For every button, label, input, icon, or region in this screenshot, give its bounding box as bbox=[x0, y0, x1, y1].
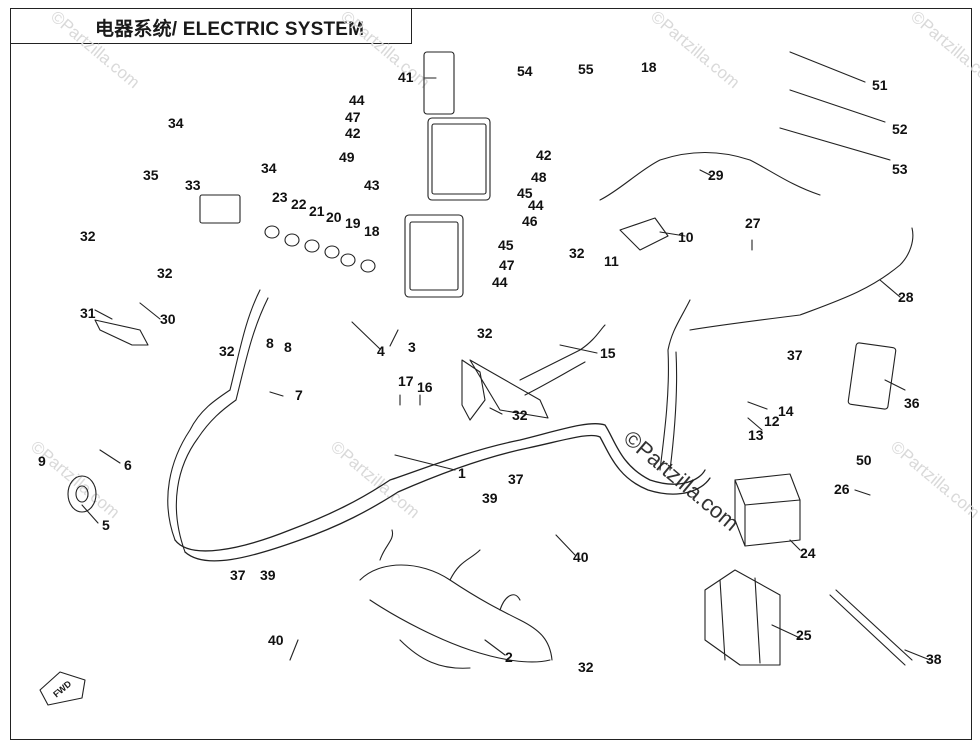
callout-c12: 12 bbox=[764, 413, 780, 429]
callout-c35: 35 bbox=[143, 167, 159, 183]
callout-c33: 33 bbox=[185, 177, 201, 193]
callout-c34b: 34 bbox=[261, 160, 277, 176]
callout-c11: 11 bbox=[604, 253, 619, 269]
callout-c39a: 39 bbox=[482, 490, 498, 506]
callout-c26: 26 bbox=[834, 481, 850, 497]
callout-c52: 52 bbox=[892, 121, 908, 137]
cable-53 bbox=[779, 127, 891, 161]
callout-c32e: 32 bbox=[477, 325, 493, 341]
callout-c4: 4 bbox=[377, 343, 385, 359]
callout-c53: 53 bbox=[892, 161, 908, 177]
harness-15 bbox=[519, 324, 606, 396]
callout-c23: 23 bbox=[272, 189, 288, 205]
callout-c32g: 32 bbox=[578, 659, 594, 675]
callout-c40a: 40 bbox=[573, 549, 589, 565]
callout-c43: 43 bbox=[364, 177, 380, 193]
callout-c39b: 39 bbox=[260, 567, 276, 583]
horn-5 bbox=[67, 475, 97, 513]
callout-c8a: 8 bbox=[266, 335, 274, 351]
callout-c44b: 44 bbox=[528, 197, 544, 213]
callout-c32d: 32 bbox=[569, 245, 585, 261]
callout-c50: 50 bbox=[856, 452, 872, 468]
callout-c1: 1 bbox=[458, 465, 466, 481]
callout-c27: 27 bbox=[745, 215, 761, 231]
callout-c37a: 37 bbox=[787, 347, 803, 363]
callout-c28: 28 bbox=[898, 289, 914, 305]
battery-bracket-25 bbox=[704, 569, 781, 666]
harness-29 bbox=[599, 151, 821, 201]
callout-c24: 24 bbox=[800, 545, 816, 561]
callout-c25: 25 bbox=[796, 627, 812, 643]
callout-c44a: 44 bbox=[349, 92, 365, 108]
callout-c32f: 32 bbox=[512, 407, 528, 423]
page-title: 电器系统/ ELECTRIC SYSTEM bbox=[95, 19, 365, 40]
leader-lines bbox=[81, 77, 931, 661]
callout-c10: 10 bbox=[678, 229, 694, 245]
callout-c7: 7 bbox=[295, 387, 303, 403]
callout-c40b: 40 bbox=[268, 632, 284, 648]
callout-c42a: 42 bbox=[345, 125, 361, 141]
callout-c37b: 37 bbox=[508, 471, 524, 487]
relay-41 bbox=[423, 51, 455, 115]
callout-c16: 16 bbox=[417, 379, 433, 395]
callout-c8b: 8 bbox=[284, 339, 292, 355]
callout-c32a: 32 bbox=[80, 228, 96, 244]
ecu-36 bbox=[847, 342, 897, 410]
bracket-31 bbox=[94, 319, 149, 346]
fuse-box-41 bbox=[427, 117, 491, 201]
title-box bbox=[10, 8, 412, 44]
callout-c47a: 47 bbox=[345, 109, 361, 125]
callout-c19: 19 bbox=[345, 215, 361, 231]
callout-c34a: 34 bbox=[168, 115, 184, 131]
callout-c42b: 42 bbox=[536, 147, 552, 163]
callout-c14: 14 bbox=[778, 403, 794, 419]
callout-c32b: 32 bbox=[157, 265, 173, 281]
callout-c48: 48 bbox=[531, 169, 547, 185]
battery-24 bbox=[734, 473, 801, 547]
callout-c13: 13 bbox=[748, 427, 764, 443]
diagram-frame bbox=[10, 8, 972, 740]
callout-c20: 20 bbox=[326, 209, 342, 225]
front-harness bbox=[359, 564, 553, 669]
callout-c32c: 32 bbox=[219, 343, 235, 359]
fuse-box-cover bbox=[404, 214, 464, 298]
cable-52 bbox=[789, 89, 886, 123]
callout-c31: 31 bbox=[80, 305, 96, 321]
callout-c5: 5 bbox=[102, 517, 110, 533]
callout-c18a: 18 bbox=[641, 59, 657, 75]
callout-c29: 29 bbox=[708, 167, 724, 183]
callout-c18b: 18 bbox=[364, 223, 380, 239]
callout-c51: 51 bbox=[872, 77, 888, 93]
fwd-arrow bbox=[39, 671, 86, 706]
callout-c9: 9 bbox=[38, 453, 46, 469]
callout-c44c: 44 bbox=[492, 274, 508, 290]
harness-28 bbox=[689, 227, 914, 331]
callout-c37c: 37 bbox=[230, 567, 246, 583]
callout-c17: 17 bbox=[398, 373, 414, 389]
main-harness bbox=[174, 423, 706, 552]
callout-c3: 3 bbox=[408, 339, 416, 355]
sensor-group bbox=[264, 225, 376, 273]
callout-c2: 2 bbox=[505, 649, 513, 665]
callout-c21: 21 bbox=[309, 203, 325, 219]
callout-c47b: 47 bbox=[499, 257, 515, 273]
callout-c46: 46 bbox=[522, 213, 538, 229]
ecu-10 bbox=[619, 217, 669, 251]
callout-c36: 36 bbox=[904, 395, 920, 411]
callout-c22: 22 bbox=[291, 196, 307, 212]
callout-c45b: 45 bbox=[517, 185, 533, 201]
callout-c49: 49 bbox=[339, 149, 355, 165]
strap-38 bbox=[829, 589, 913, 666]
callout-c15: 15 bbox=[600, 345, 616, 361]
callout-c45a: 45 bbox=[498, 237, 514, 253]
callout-c30: 30 bbox=[160, 311, 176, 327]
cable-51 bbox=[789, 51, 866, 83]
relay-33 bbox=[199, 194, 241, 224]
callout-c6: 6 bbox=[124, 457, 132, 473]
callout-c38: 38 bbox=[926, 651, 942, 667]
callout-c41: 41 bbox=[398, 69, 414, 85]
callout-c55: 55 bbox=[578, 61, 594, 77]
callout-c54: 54 bbox=[517, 63, 533, 79]
